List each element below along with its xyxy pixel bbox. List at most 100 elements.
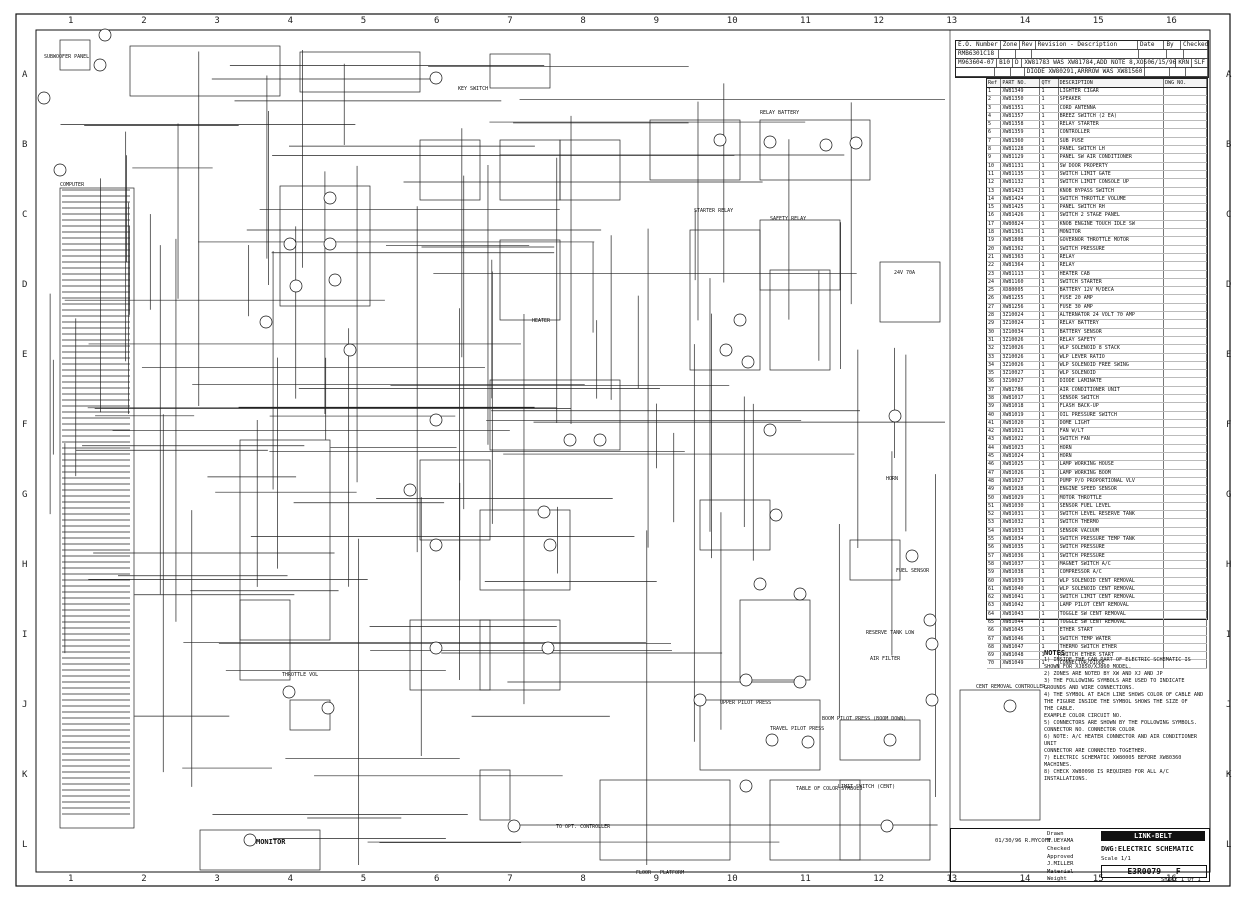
parts-cell: XD80005 [1001, 287, 1041, 295]
parts-cell: WLP SOLENOID FREE SWING [1059, 361, 1165, 370]
component-box [479, 619, 561, 691]
zone-number-2: 2 [141, 16, 147, 26]
zone-letter-C: C [1226, 210, 1232, 220]
component-callout [1003, 699, 1017, 713]
label-starter-relay: STARTER RELAY [694, 208, 734, 214]
component-callout [328, 273, 342, 287]
parts-cell: 35 [987, 370, 1002, 378]
component-box [739, 599, 811, 681]
parts-cell: 36 [987, 378, 1002, 386]
component-callout [769, 508, 783, 522]
revision-cell: KRN [1176, 59, 1193, 67]
label-travel-pilot: TRAVEL PILOT PRESS [770, 726, 825, 732]
parts-cell [1164, 353, 1207, 361]
component-callout [98, 28, 112, 42]
revision-row: DIODE XW80291,ARRROW WAS XW81560 [956, 68, 1208, 77]
component-box [649, 119, 741, 181]
label-platform: PLATFORM [660, 870, 685, 876]
parts-cell: 1 [1040, 419, 1059, 428]
parts-cell: 1 [1040, 361, 1059, 370]
component-callout [883, 733, 897, 747]
zone-number-7: 7 [507, 16, 513, 26]
parts-cell: XW81113 [1001, 270, 1041, 278]
parts-cell: 70 [987, 660, 1002, 668]
component-box [559, 139, 621, 201]
parts-cell: 1 [987, 88, 1002, 96]
parts-cell: 1 [1040, 577, 1059, 585]
parts-cell: XW81255 [1001, 295, 1041, 303]
parts-cell: MOTOR THROTTLE [1059, 494, 1165, 502]
zone-letter-A: A [1226, 70, 1232, 80]
parts-cell [1164, 577, 1207, 585]
label-fuel-sensor: FUEL SENSOR [896, 568, 930, 574]
component-box [489, 53, 551, 89]
parts-cell: 1 [1040, 461, 1059, 469]
parts-cell [1164, 112, 1207, 121]
parts-cell: 1 [1040, 88, 1059, 96]
parts-cell: DOME LIGHT [1059, 419, 1165, 428]
zone-number-1: 1 [68, 16, 74, 26]
parts-cell: FUSE 20 AMP [1059, 295, 1165, 303]
component-box [839, 719, 921, 761]
parts-cell: 34 [987, 361, 1002, 370]
component-callout [923, 613, 937, 627]
parts-cell: 42 [987, 428, 1002, 436]
parts-cell: 13 [987, 187, 1002, 195]
parts-cell: 1 [1040, 552, 1059, 560]
note-line: MACHINES. [1044, 762, 1073, 768]
weight-label: Weight [1047, 876, 1067, 882]
component-box [419, 459, 491, 541]
parts-cell: XW81128 [1001, 146, 1041, 154]
parts-cell: SWITCH LIMIT CONSOLE UP [1059, 179, 1165, 187]
zone-letter-J: J [1226, 700, 1232, 710]
parts-cell [1164, 544, 1207, 552]
parts-cell: 1 [1040, 212, 1059, 220]
parts-cell: 28 [987, 312, 1002, 320]
parts-cell: XW81036 [1001, 552, 1041, 560]
parts-header-cell: QTY [1040, 79, 1059, 87]
parts-cell: 1 [1040, 660, 1059, 668]
parts-cell: XW81034 [1001, 536, 1041, 544]
drawing-number: E3R0079 F [1101, 865, 1207, 878]
component-box [699, 499, 771, 551]
parts-cell [1164, 453, 1207, 461]
parts-cell: XW81131 [1001, 162, 1041, 170]
parts-cell: PANEL SWITCH RH [1059, 204, 1165, 212]
parts-cell: BREEZ SWITCH (2 EA) [1059, 112, 1165, 121]
parts-cell [1164, 187, 1207, 195]
parts-cell [1164, 486, 1207, 494]
parts-cell: 50 [987, 494, 1002, 502]
note-line: 4) THE SYMBOL AT EACH LINE SHOWS COLOR O… [1044, 692, 1204, 698]
parts-cell: 1 [1040, 519, 1059, 527]
zone-number-16: 16 [1166, 874, 1177, 884]
zone-letter-J: J [22, 700, 28, 710]
parts-cell: SWITCH PRESSURE TEMP TANK [1059, 536, 1165, 544]
parts-cell: TOGGLE SW CENT REMOVAL [1059, 610, 1165, 618]
parts-cell: XW81017 [1001, 394, 1041, 403]
parts-cell: XW81022 [1001, 436, 1041, 444]
label-color-table: TABLE OF COLOR SYMBOLS [796, 786, 863, 792]
note-line: SHOWN FOR XJ850/XJ860 MODEL. [1044, 664, 1132, 670]
parts-cell: 29 [987, 320, 1002, 328]
zone-number-1: 1 [68, 874, 74, 884]
parts-cell: 1 [1040, 345, 1059, 353]
component-box [199, 829, 321, 871]
revision-cell: B10 [997, 59, 1013, 67]
parts-cell: RELAY SAFETY [1059, 336, 1165, 345]
parts-cell: XW81024 [1001, 453, 1041, 461]
zone-number-4: 4 [287, 16, 294, 26]
parts-cell: XW81358 [1001, 121, 1041, 129]
parts-cell: 1 [1040, 137, 1059, 146]
component-callout [925, 693, 939, 707]
